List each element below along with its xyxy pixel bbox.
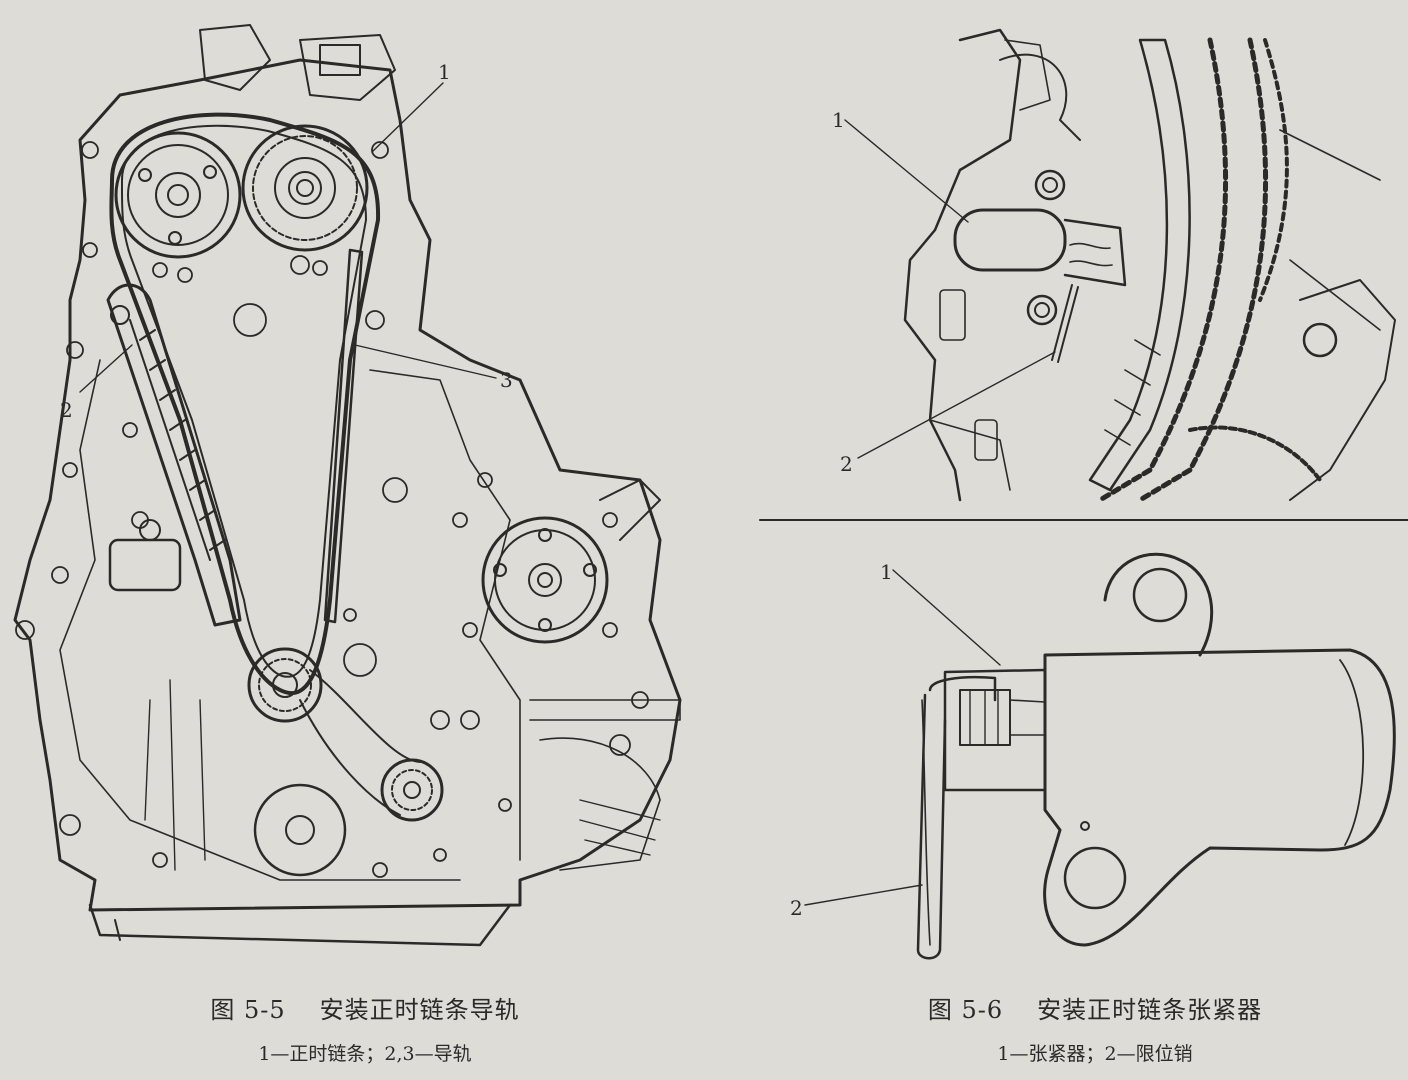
- figure-5-6-legend: 1—张紧器；2—限位销: [997, 1043, 1193, 1065]
- callout-1-timing-chain: 1: [438, 60, 451, 84]
- leader-line-bottom-1: [892, 569, 1001, 666]
- callout-2-guide-rail: 2: [60, 398, 73, 422]
- leader-line-2: [79, 344, 133, 393]
- callout-top-2-locking-pin: 2: [840, 452, 853, 476]
- leader-line-1: [371, 82, 444, 153]
- figure-5-6-title: 安装正时链条张紧器: [1037, 996, 1263, 1024]
- engine-front-drawing: [13, 24, 682, 947]
- figure-5-6-caption: 图 5-6 安装正时链条张紧器 1—张紧器；2—限位销: [880, 990, 1310, 1066]
- figure-5-5-legend: 1—正时链条；2,3—导轨: [258, 1043, 472, 1065]
- figure-5-5-title: 安装正时链条导轨: [319, 996, 520, 1024]
- figure-5-6-title-line: 图 5-6 安装正时链条张紧器: [880, 990, 1310, 1025]
- figure-5-5-title-line: 图 5-5 安装正时链条导轨: [150, 990, 580, 1025]
- callout-top-1-tensioner: 1: [832, 108, 845, 132]
- leader-line-bottom-2: [804, 884, 923, 906]
- callout-bottom-2-locking-pin: 2: [790, 896, 803, 920]
- tensioner-installed-drawing: [844, 28, 1396, 503]
- callout-3-guide-rail: 3: [500, 368, 513, 392]
- leader-line-3: [354, 344, 497, 379]
- figure-5-5-caption: 图 5-5 安装正时链条导轨 1—正时链条；2,3—导轨: [150, 990, 580, 1066]
- figure-5-6-number: 图 5-6: [927, 996, 1004, 1024]
- leader-line-top-1: [844, 119, 969, 223]
- figure-5-5-number: 图 5-5: [210, 996, 286, 1024]
- leader-line-top-2: [857, 351, 1056, 459]
- tensioner-detail-drawing: [804, 552, 1396, 960]
- callout-bottom-1-tensioner: 1: [880, 560, 893, 584]
